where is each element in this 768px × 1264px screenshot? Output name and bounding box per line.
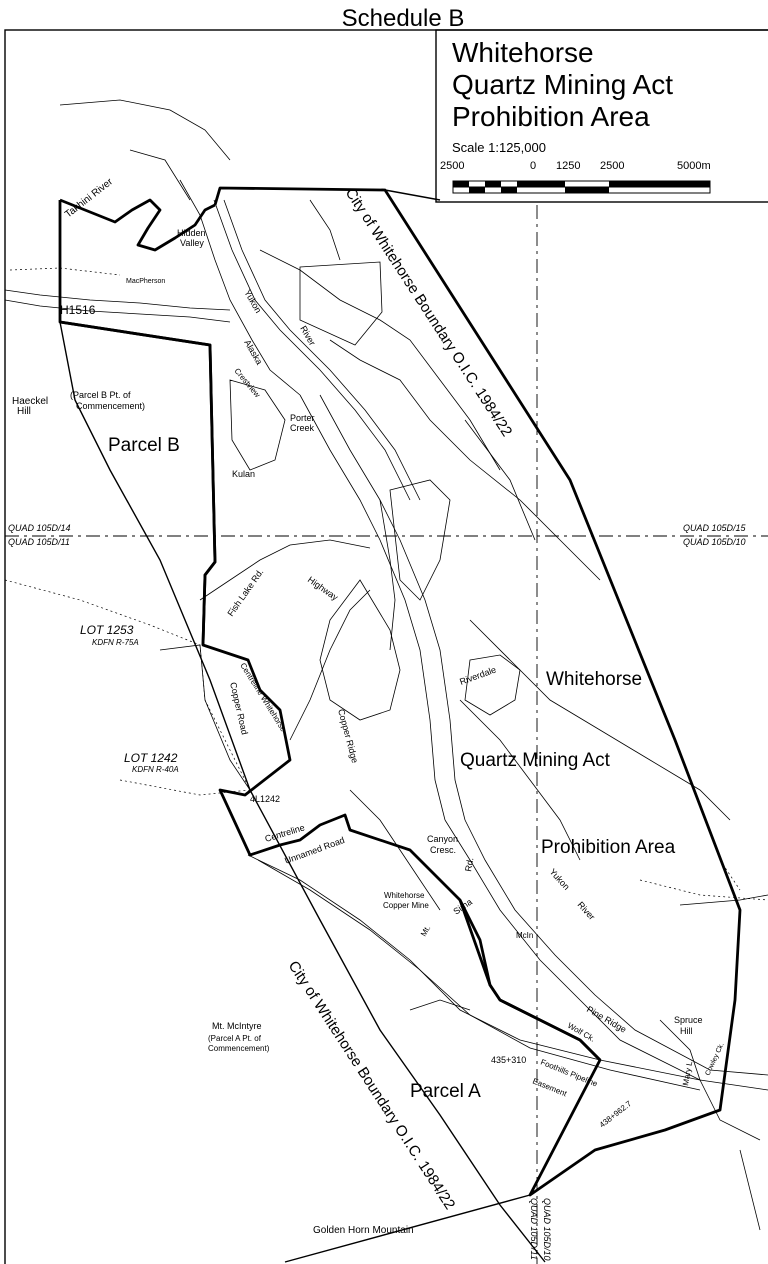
macpherson-label: MacPherson (126, 278, 165, 285)
prohibition-area-boundary (58, 186, 742, 1197)
area-label-2: Quartz Mining Act (460, 750, 611, 771)
quad-label-bottom-1: QUAD 105D/10 (542, 1198, 552, 1261)
mt-mcintyre-label: Mt. McIntyre (212, 1021, 262, 1031)
quad-label-left-lower: QUAD 105D/11 (8, 537, 70, 547)
l1242-label: 4L1242 (250, 794, 280, 804)
canyon-label-1: Canyon (427, 834, 458, 844)
city-boundary-line (59, 321, 546, 1263)
map-detail-lines (4, 99, 768, 1231)
kdfn-40a-label: KDFN R-40A (132, 765, 179, 774)
city-boundary-line-2 (384, 189, 441, 201)
title-line-2: Quartz Mining Act (452, 69, 673, 100)
cowley-ck-label: Cowley Ck. (704, 1042, 725, 1077)
yukon-river-label-1: Yukon (242, 288, 263, 315)
sima-label: Sima (451, 897, 474, 917)
area-label-3: Prohibition Area (541, 837, 676, 858)
yukon-river-label-2: River (298, 324, 317, 347)
scale-tick-0: 0 (530, 160, 536, 172)
parcel-b-pt-label-2: Commencement) (76, 401, 145, 411)
mary-lake-label: Mary L. (681, 1059, 694, 1087)
lot-1253-label: LOT 1253 (80, 623, 134, 637)
kulan-label: Kulan (232, 469, 255, 479)
mcintyre-short-label: McIn (516, 931, 533, 940)
golden-horn-label: Golden Horn Mountain (313, 1225, 414, 1236)
wcm-label-1: Whitehorse (384, 891, 425, 900)
rd-label: Rd. (463, 857, 475, 873)
title-line-1: Whitehorse (452, 37, 594, 68)
parcel-a-label: Parcel A (410, 1081, 481, 1102)
title-line-3: Prohibition Area (452, 101, 650, 132)
scale-tick-2500: 2500 (600, 160, 624, 172)
area-label-1: Whitehorse (546, 669, 642, 690)
boundary-label-north-east: City of Whitehorse Boundary O.I.C. 1984/… (342, 185, 516, 440)
unnamed-road-label: Unnamed Road (283, 835, 346, 866)
hidden-valley-label-2: Valley (180, 238, 204, 248)
map-frame (4, 29, 768, 1264)
km-435-label: 435+310 (491, 1055, 526, 1065)
spruce-hill-label-1: Spruce (674, 1015, 703, 1025)
porter-creek-label-1: Porter (290, 413, 315, 423)
parcel-a-pt-label-2: Commencement) (208, 1044, 270, 1053)
crestview-label: Crestview (232, 367, 262, 400)
pine-ridge-label: Pine Ridge (585, 1004, 628, 1035)
kdfn-75a-label: KDFN R-75A (92, 638, 139, 647)
scale-bar (452, 180, 711, 194)
quad-label-bottom-2: QUAD 105D/11 (529, 1198, 539, 1260)
yukon-river-s-label-1: Yukon (548, 867, 572, 892)
porter-creek-label-2: Creek (290, 423, 315, 433)
quad-label-right-lower: QUAD 105D/10 (683, 537, 746, 547)
parcel-b-label: Parcel B (108, 435, 180, 456)
scale-tick-2500-left: 2500 (440, 160, 464, 172)
km-438-label: 438+962.7 (598, 1099, 634, 1130)
copper-ridge-label: Copper Ridge (336, 708, 360, 764)
scale-text: Scale 1:125,000 (452, 140, 546, 155)
spruce-hill-label-2: Hill (680, 1026, 693, 1036)
parcel-a-boundary (458, 899, 601, 1061)
riverdale-label: Riverdale (458, 664, 497, 686)
easement-label: Easement (531, 1077, 568, 1099)
parcel-b-pt-label-1: (Parcel B Pt. of (70, 390, 131, 400)
alaska-label: Alaska (242, 338, 264, 366)
parcel-a-pt-label-1: (Parcel A Pt. of (208, 1034, 262, 1043)
lot-1242-label: LOT 1242 (124, 751, 178, 765)
parcel-b-boundary (59, 320, 217, 646)
haeckel-hill-label-2: Hill (17, 406, 31, 417)
scale-tick-1250: 1250 (556, 160, 580, 172)
mt-label: Mt. (419, 924, 432, 938)
yukon-river-s-label-2: River (576, 900, 597, 922)
bottom-boundary (284, 1194, 531, 1263)
copper-road-label: Copper Road (228, 681, 250, 735)
hidden-valley-label-1: Hidden (177, 228, 206, 238)
takhini-river-label: Takhini River (63, 176, 115, 220)
haeckel-hill-label-1: Haeckel (12, 396, 48, 407)
quad-label-left-upper: QUAD 105D/14 (8, 523, 71, 533)
h1516-label: H1516 (60, 303, 96, 317)
schedule-title: Schedule B (342, 5, 465, 32)
highway-label: Highway (306, 574, 340, 602)
takhini-river-line (59, 198, 216, 252)
scale-tick-5000m: 5000m (677, 160, 711, 172)
wcm-label-2: Copper Mine (383, 901, 429, 910)
title-block (435, 29, 768, 203)
fish-lake-rd-label: Fish Lake Rd. (225, 567, 265, 618)
quad-label-right-upper: QUAD 105D/15 (683, 523, 747, 533)
canyon-label-2: Cresc. (430, 845, 456, 855)
